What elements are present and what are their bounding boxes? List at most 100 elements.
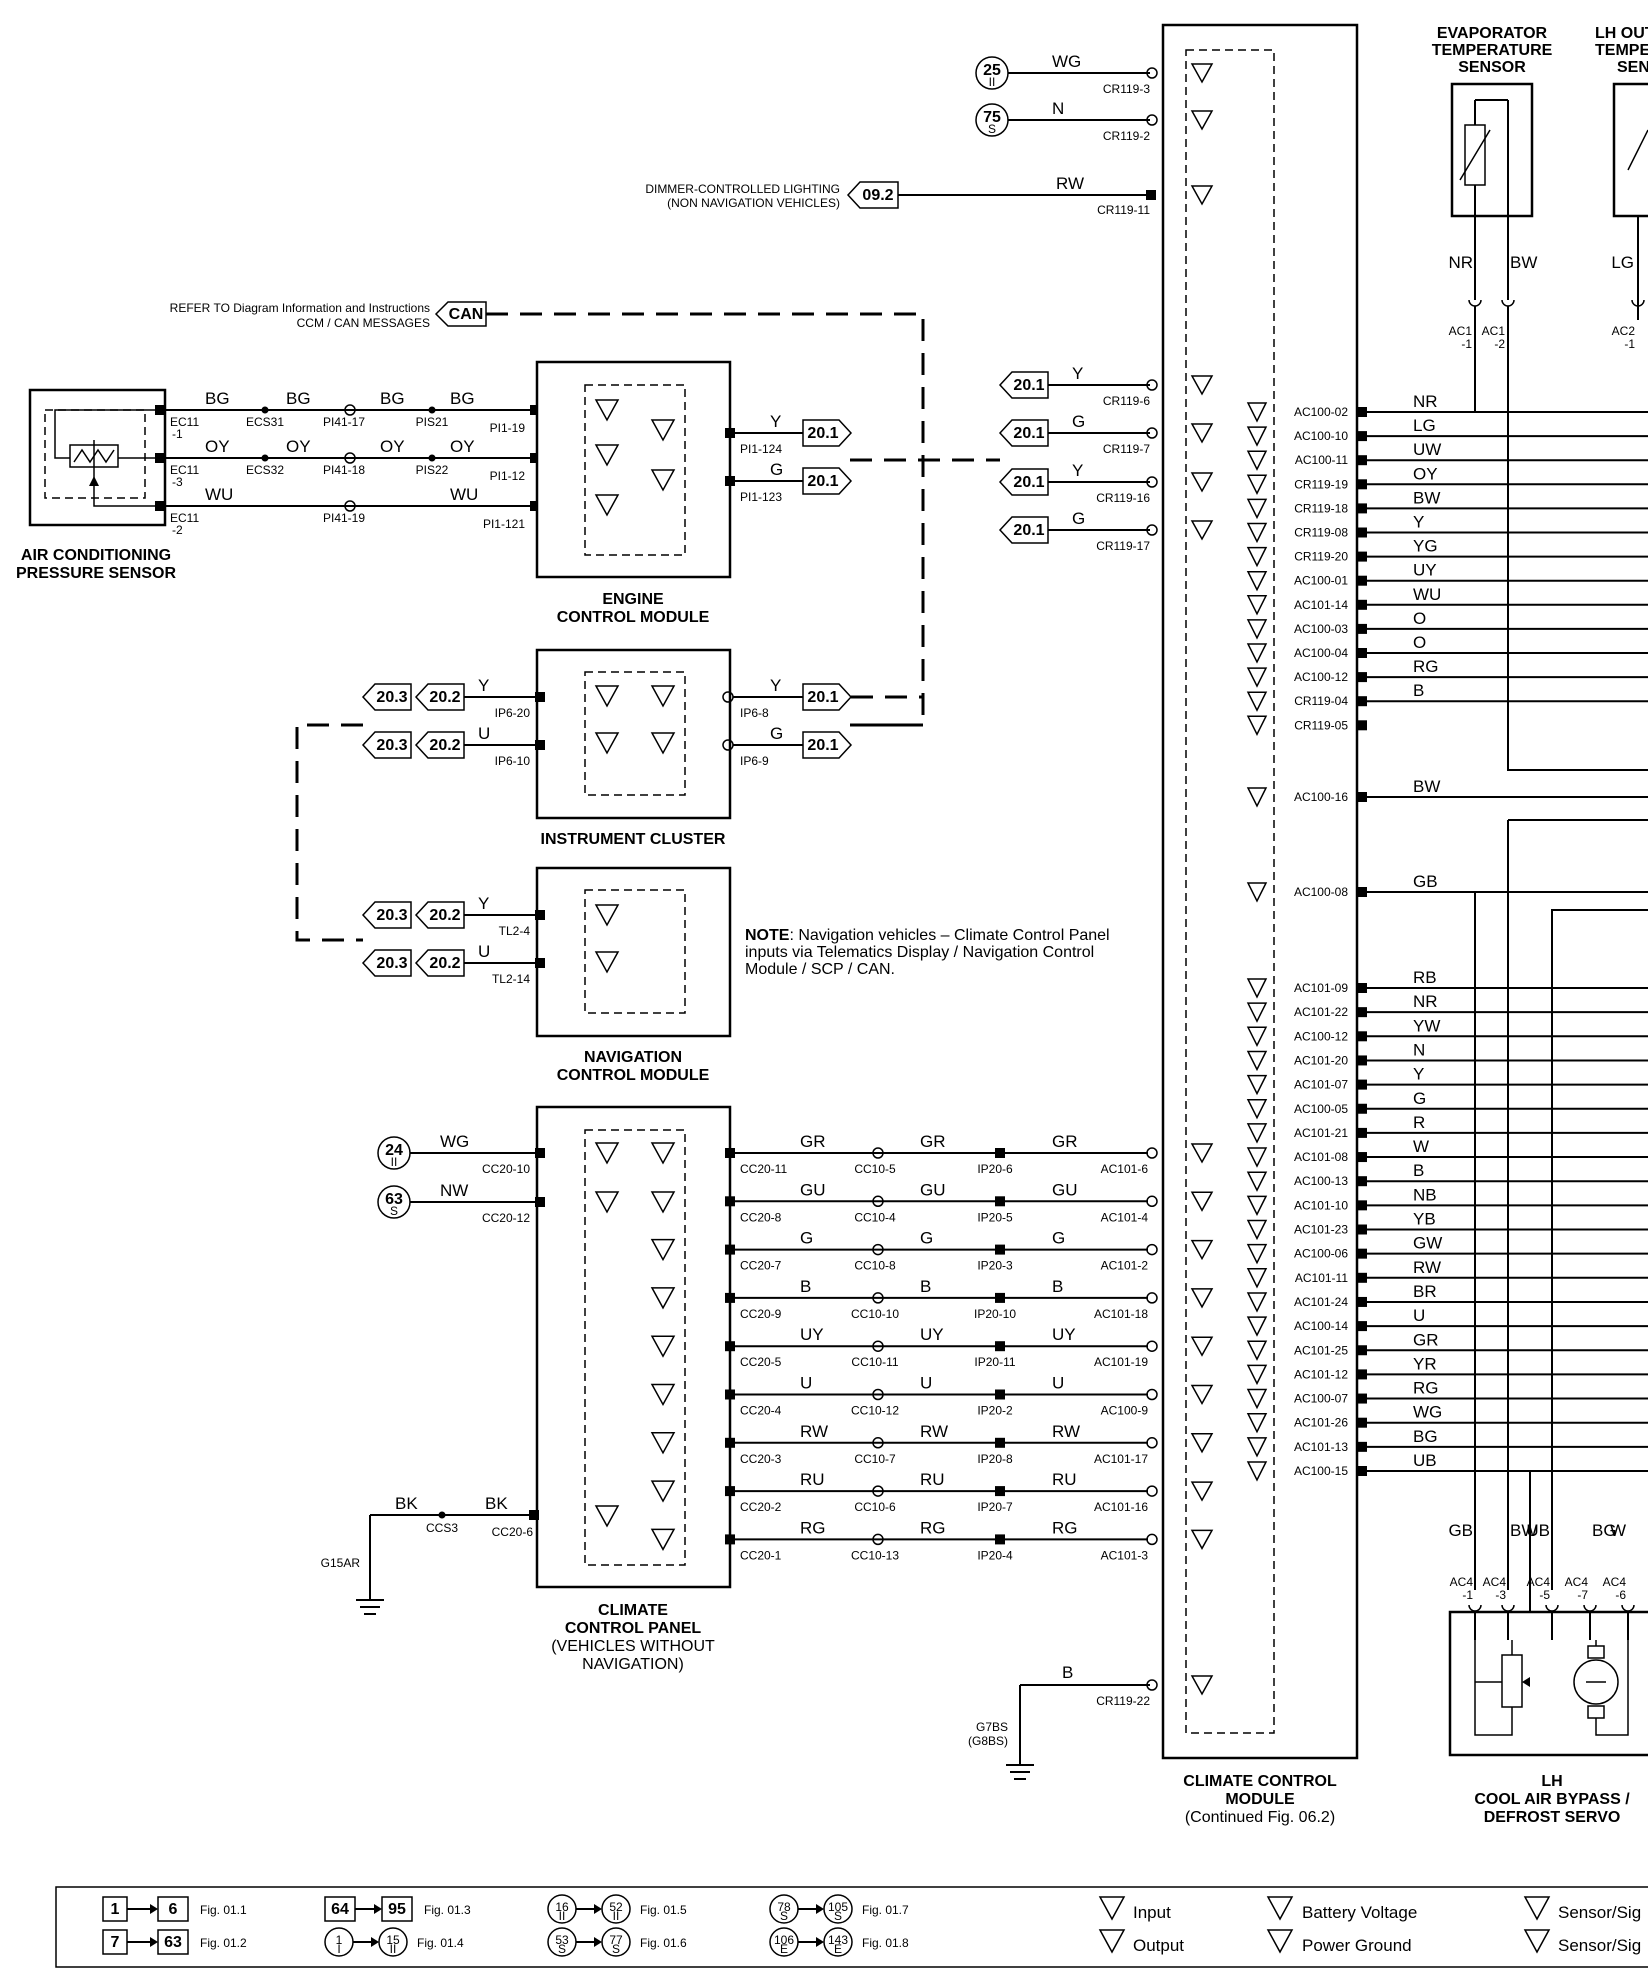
pin-id: AC100-04 xyxy=(1294,646,1348,660)
pin-id: AC101-3 xyxy=(1101,1548,1149,1562)
legend-circle: 53 xyxy=(555,1933,569,1947)
wire-color: G xyxy=(800,1229,813,1248)
wire-color: RW xyxy=(800,1422,828,1441)
pin-id-sub: -3 xyxy=(172,475,183,489)
pin-id: AC4 xyxy=(1565,1575,1589,1589)
signal-icon xyxy=(1246,1195,1268,1217)
wire-color: RG xyxy=(800,1518,826,1537)
legend-circle: 105 xyxy=(828,1900,848,1914)
panel-signal-icon xyxy=(650,1432,676,1455)
legend-fig: Fig. 01.6 xyxy=(640,1936,687,1950)
can-minus-icon xyxy=(650,732,676,755)
pin-id: IP6-10 xyxy=(495,754,531,768)
pin-id: AC101-18 xyxy=(1094,1307,1148,1321)
pin-id: IP20-5 xyxy=(977,1210,1013,1224)
connector-pin xyxy=(1357,1369,1367,1380)
dimmer-tag: 09.2 xyxy=(862,187,893,204)
pin-id: CC20-6 xyxy=(492,1525,534,1539)
scp-plus-icon xyxy=(594,904,620,927)
pin-id: IP20-7 xyxy=(977,1500,1013,1514)
dimmer-ref: DIMMER-CONTROLLED LIGHTING (NON NAVIGATI… xyxy=(645,174,1214,217)
pin-id: AC100-15 xyxy=(1294,1464,1348,1478)
connector-pin xyxy=(725,428,735,438)
circle-ref-sub: S xyxy=(390,1204,398,1218)
page-ref: 20.3 xyxy=(376,689,407,706)
connector-pin xyxy=(995,1244,1005,1255)
battery-icon xyxy=(594,444,620,467)
can-note-2: CCM / CAN MESSAGES xyxy=(297,316,430,330)
connector-pin xyxy=(1357,1103,1367,1114)
connector-pin xyxy=(530,405,540,415)
nav-note-3: Module / SCP / CAN. xyxy=(745,961,895,978)
pin-id: AC101-14 xyxy=(1294,598,1348,612)
legend-circle-sub: S xyxy=(780,1909,788,1923)
pin-id-sub: -6 xyxy=(1615,1588,1626,1602)
wire-color: BG xyxy=(286,389,311,408)
connector-pin xyxy=(1357,407,1367,417)
connector-pin xyxy=(725,1534,735,1545)
pin-id-sub: -1 xyxy=(172,427,183,441)
connector-pin xyxy=(725,1196,735,1207)
wire-color: G xyxy=(1072,509,1085,528)
pin-id: CC20-9 xyxy=(740,1307,782,1321)
legend-output: Output xyxy=(1133,1936,1184,1955)
can-icon xyxy=(1190,423,1214,444)
pin-id-sub: -1 xyxy=(1624,337,1635,351)
connector-pin xyxy=(725,1437,735,1448)
connector-pin xyxy=(1146,1340,1158,1352)
pin-id: CC10-6 xyxy=(854,1500,896,1514)
wire-color: YR xyxy=(1413,1354,1437,1373)
connector-pin xyxy=(1357,599,1367,610)
pin-id: AC101-2 xyxy=(1101,1259,1149,1273)
connector-pin xyxy=(1146,1292,1158,1304)
connector-pin xyxy=(725,1486,735,1497)
pin-id: AC101-17 xyxy=(1094,1452,1148,1466)
nav-note-bold: NOTE xyxy=(745,927,790,944)
pin-id: PI1-121 xyxy=(483,517,525,531)
can-icon xyxy=(1190,472,1214,493)
wire-color: G xyxy=(770,460,783,479)
ccm-top-input-2: 75 S N CR119-2 xyxy=(975,99,1158,143)
wire-color: BG xyxy=(380,389,405,408)
ccm-right-pin-14: CR119-05 xyxy=(1246,715,1367,736)
connector-pin xyxy=(1357,1321,1367,1332)
wire-color: GU xyxy=(800,1180,826,1199)
splice-id: PIS22 xyxy=(416,463,449,477)
wire-color: GU xyxy=(1052,1180,1078,1199)
signal-icon xyxy=(1246,1316,1268,1337)
wire-color: LG xyxy=(1611,253,1634,272)
legend-circle-sub: I xyxy=(337,1942,340,1956)
wire-color: W xyxy=(1413,1137,1429,1156)
connector-pin xyxy=(1357,1176,1367,1187)
signal-icon xyxy=(1246,522,1268,544)
ccm-right-pin2-6: AC100-05G xyxy=(1246,1089,1648,1120)
circle-ref-sub: II xyxy=(989,75,996,89)
signal-icon xyxy=(1246,643,1268,664)
legend-circle: 77 xyxy=(609,1933,623,1947)
page-ref: 20.1 xyxy=(807,473,838,490)
wire-color: BG xyxy=(1413,1427,1438,1446)
pin-id: AC4 xyxy=(1483,1575,1507,1589)
pin-id: AC101-21 xyxy=(1294,1126,1348,1140)
legend-fig: Fig. 01.8 xyxy=(862,1936,909,1950)
signal-icon xyxy=(1246,426,1268,447)
signal-icon xyxy=(1246,402,1268,423)
pin-id: IP20-11 xyxy=(974,1355,1015,1369)
legend-fig: Fig. 01.1 xyxy=(200,1903,247,1917)
wire-color: GR xyxy=(1413,1330,1439,1349)
page-ref-shape xyxy=(802,419,853,447)
wire-color: U xyxy=(800,1374,812,1393)
connector-pin xyxy=(155,405,165,415)
splice-id: ECS32 xyxy=(246,463,284,477)
wire-color: U xyxy=(1413,1306,1425,1325)
wire-color: RW xyxy=(1052,1422,1080,1441)
connector-pin xyxy=(1146,1147,1158,1159)
wire-color: RU xyxy=(1052,1470,1077,1489)
signal-icon xyxy=(1246,1437,1268,1458)
